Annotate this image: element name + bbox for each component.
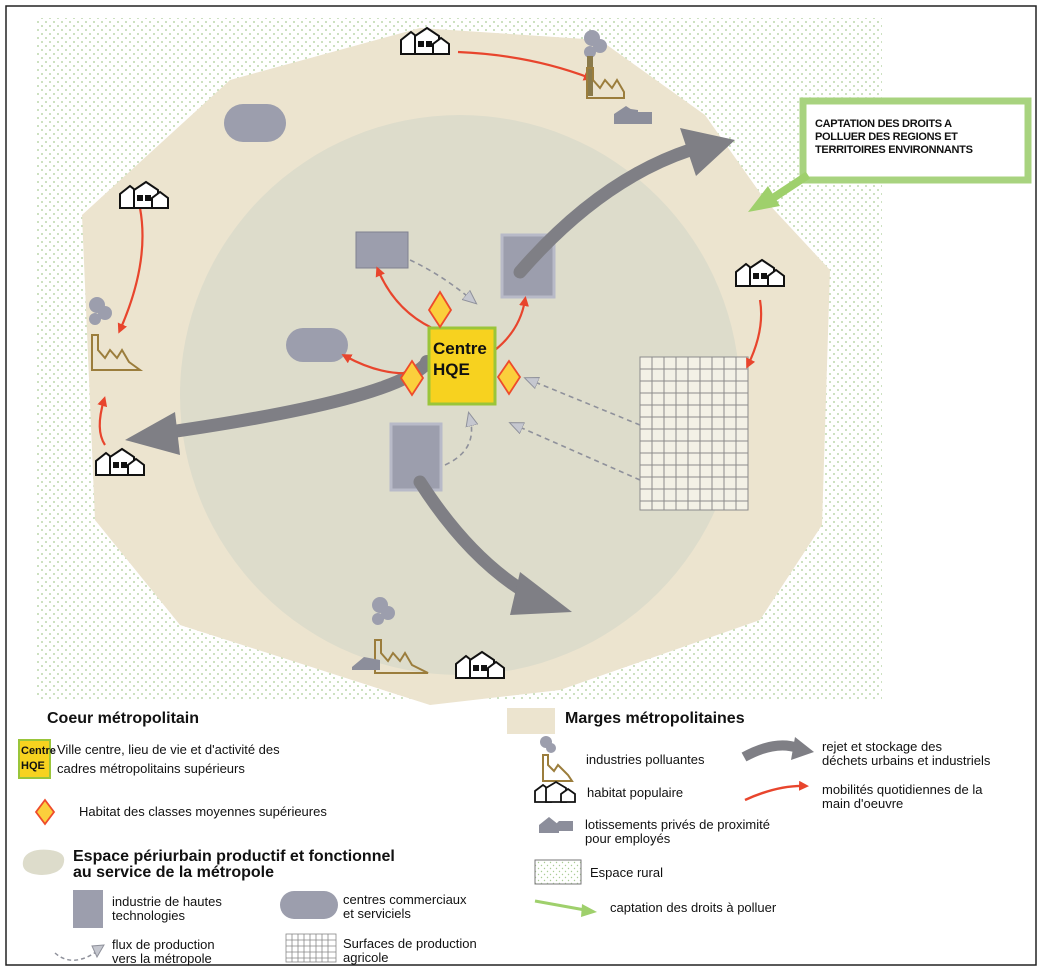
legend-flux-line1: flux de production — [112, 937, 215, 952]
legend-grey-arrow-icon — [741, 737, 814, 762]
legend-mobilites: mobilités quotidiennes de la main d'oeuv… — [822, 783, 982, 810]
legend-marges-title: Marges métropolitaines — [565, 710, 745, 727]
legend-rejet-line1: rejet et stockage des — [822, 739, 942, 754]
legend-centre-desc-line2: cadres métropolitains supérieurs — [57, 760, 245, 776]
legend-estate-icon — [539, 817, 573, 833]
map-frame — [5, 5, 1037, 966]
legend-industry-icon — [540, 736, 574, 782]
legend-centres-commerciaux: centres commerciaux et serviciels — [343, 893, 467, 920]
polluting-industry-icon — [89, 297, 144, 371]
legend-centre-desc: Ville centre, lieu de vie et d'activité … — [57, 743, 280, 775]
legend-habitat-populaire: habitat populaire — [587, 785, 684, 800]
popular-housing-icon — [95, 447, 145, 476]
legend-industrie-ht-line2: technologies — [112, 907, 185, 923]
legend-centre-swatch — [18, 739, 51, 779]
legend-industries-polluantes: industries polluantes — [586, 752, 705, 767]
centre-hqe-label: Centre HQE — [433, 338, 487, 381]
captation-arrow — [748, 171, 811, 212]
callout-line3: TERRITOIRES ENVIRONNANTS — [815, 144, 973, 157]
legend-periurbain-line2: au service de la métropole — [73, 864, 274, 881]
centre-label-line1: Centre — [433, 339, 487, 358]
waste-flow-arrows — [125, 128, 735, 615]
legend-flux: flux de production vers la métropole — [112, 938, 215, 965]
legend-flux-line2: vers la métropole — [112, 950, 212, 966]
agricultural-grid — [639, 356, 749, 511]
legend-coeur-title: Coeur métropolitain — [47, 710, 200, 727]
legend-marges-swatch — [507, 708, 555, 734]
legend-periurbain-title: Espace périurbain productif et fonctionn… — [73, 849, 395, 881]
legend-captation: captation des droits à polluer — [610, 900, 777, 915]
popular-housing-icon — [400, 26, 450, 55]
private-estate-icon — [614, 106, 652, 124]
legend-centre-swatch-text: Centre HQE — [21, 744, 56, 774]
legend-mall-icon — [280, 891, 338, 919]
legend-rejet-line2: déchets urbains et industriels — [822, 752, 991, 768]
legend-surfaces-line1: Surfaces de production — [343, 936, 477, 951]
legend-industrie-ht: industrie de hautes technologies — [112, 895, 222, 922]
legend-centre-swatch-line2: HQE — [21, 759, 45, 772]
legend-tech-block-icon — [73, 890, 103, 928]
legend-flux-icon — [54, 944, 105, 961]
legend-green-arrow-icon — [534, 899, 597, 917]
legend-surfaces-line2: agricole — [343, 949, 389, 965]
popular-housing-icon — [455, 650, 505, 679]
legend-diamond-icon — [34, 798, 56, 826]
legend-periurbain-swatch — [22, 849, 65, 875]
legend-centre-swatch-line1: Centre — [21, 745, 56, 757]
legend-rejet: rejet et stockage des déchets urbains et… — [822, 740, 990, 767]
shopping-centre — [286, 328, 348, 362]
legend-mobilites-line1: mobilités quotidiennes de la — [822, 782, 983, 797]
legend-centres-comm-line2: et serviciels — [343, 905, 411, 921]
habitat-classes-diamonds — [399, 290, 522, 397]
shopping-centre — [224, 104, 286, 142]
legend-surfaces: Surfaces de production agricole — [343, 937, 477, 964]
legend-periurbain-line1: Espace périurbain productif et fonctionn… — [73, 848, 395, 865]
legend-centres-comm-line1: centres commerciaux — [343, 892, 467, 907]
legend-mobilites-line2: main d'oeuvre — [822, 795, 904, 811]
legend-espace-rural: Espace rural — [590, 865, 663, 880]
legend-red-arrow-icon — [744, 780, 809, 802]
legend-housing-icon — [534, 780, 576, 803]
popular-housing-icon — [119, 180, 169, 209]
legend-lotissements: lotissements privés de proximité pour em… — [585, 818, 770, 845]
legend-lotissements-line2: pour employés — [585, 830, 671, 846]
callout-line2: POLLUER DES REGIONS ET — [815, 131, 958, 144]
legend-centre-desc-line1: Ville centre, lieu de vie et d'activité … — [57, 742, 280, 757]
legend-industrie-ht-line1: industrie de hautes — [112, 894, 222, 909]
polluting-industry-icon — [352, 597, 429, 674]
callout-line1: CAPTATION DES DROITS A — [815, 118, 952, 130]
legend-lotissements-line1: lotissements privés de proximité — [585, 817, 770, 832]
centre-hqe-box — [427, 326, 497, 406]
centre-label-line2: HQE — [433, 360, 470, 380]
captation-callout-box — [799, 97, 1032, 184]
legend-rural-swatch — [534, 859, 582, 885]
legend-habitat-classes: Habitat des classes moyennes supérieures — [79, 804, 327, 819]
legend-grid-icon — [285, 933, 337, 963]
popular-housing-icon — [735, 258, 785, 287]
tech-industry-block — [355, 231, 409, 269]
captation-callout-text: CAPTATION DES DROITS A POLLUER DES REGIO… — [815, 118, 973, 158]
